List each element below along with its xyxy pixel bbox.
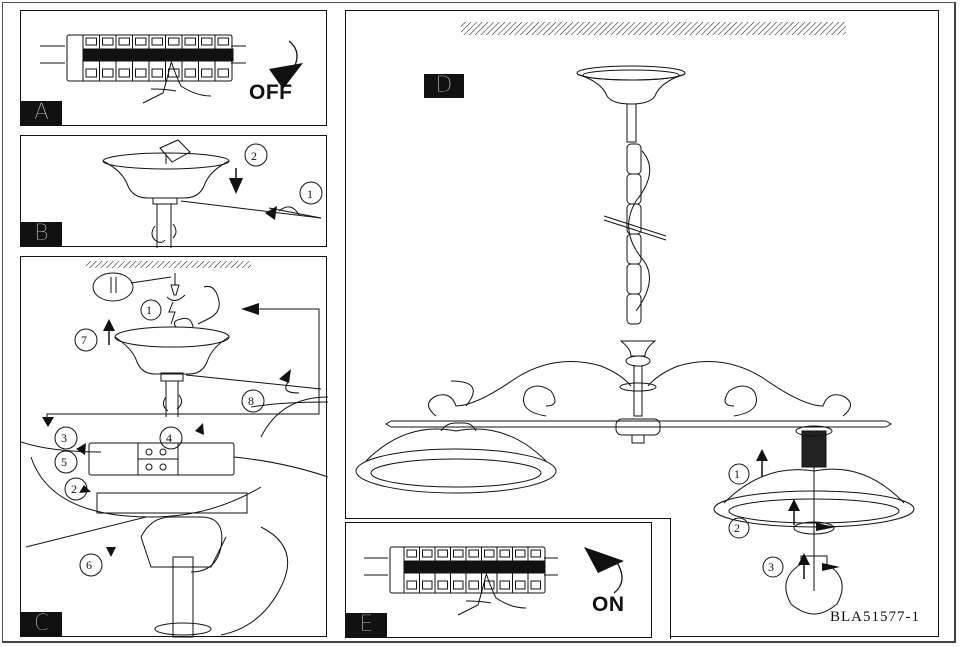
- breaker-terminal: [422, 549, 433, 558]
- on-label: ON: [592, 593, 625, 616]
- c-step-8: 8: [248, 394, 254, 408]
- step-2-label: 2: [251, 149, 257, 163]
- off-label: OFF: [249, 81, 293, 104]
- panel-a: OFF A: [20, 10, 327, 126]
- breaker-terminal: [484, 580, 495, 590]
- chain: [626, 143, 651, 325]
- product-code: BLA51577-1: [830, 609, 920, 625]
- d-step-3: 3: [768, 560, 774, 574]
- breaker-on-illustration: [364, 546, 624, 616]
- panel-a-badge: A: [21, 100, 62, 125]
- breaker-terminal: [184, 68, 196, 78]
- breaker-off-illustration: [40, 34, 303, 104]
- breaker-terminal: [530, 549, 541, 558]
- breaker-terminal: [102, 68, 114, 78]
- breaker-terminal: [437, 549, 448, 558]
- breaker-terminal: [453, 549, 464, 558]
- c-step-1: 1: [146, 303, 152, 317]
- breaker-terminal: [102, 37, 114, 46]
- panel-c: 1: [20, 256, 328, 638]
- d-step-2: 2: [734, 521, 740, 535]
- breaker-terminal: [217, 68, 229, 78]
- breaker-terminal: [499, 549, 510, 558]
- canopy-lower-illustration: 2 1: [102, 139, 323, 248]
- breaker-terminal: [151, 68, 163, 78]
- breaker-terminal: [201, 37, 213, 46]
- breaker-terminal: [515, 580, 526, 590]
- breaker-terminal: [468, 549, 479, 558]
- breaker-terminal: [217, 37, 229, 46]
- breaker-terminal: [422, 580, 433, 590]
- c-step-4: 4: [166, 431, 172, 445]
- breaker-terminal: [406, 580, 417, 590]
- breaker-terminal: [484, 549, 495, 558]
- breaker-terminal: [530, 580, 541, 590]
- breaker-terminal: [499, 580, 510, 590]
- step-1-label: 1: [307, 187, 313, 201]
- breaker-terminal: [118, 37, 130, 46]
- breaker-terminal: [453, 580, 464, 590]
- c-step-6: 6: [86, 558, 92, 572]
- breaker-terminal: [515, 549, 526, 558]
- breaker-terminal: [468, 580, 479, 590]
- panel-c-badge: C: [21, 611, 62, 636]
- breaker-terminal: [135, 37, 147, 46]
- c-step-3: 3: [61, 431, 67, 445]
- c-step-7: 7: [81, 333, 87, 347]
- panel-b-badge: B: [21, 221, 62, 246]
- breaker-terminal: [85, 68, 97, 78]
- breaker-terminal: [168, 68, 180, 78]
- breaker-terminal: [118, 68, 130, 78]
- d-step-1: 1: [734, 467, 740, 481]
- panel-d-badge: D: [424, 73, 464, 98]
- panel-e: ON E: [345, 522, 652, 638]
- wiring-illustration: 1: [21, 261, 328, 638]
- panel-b: 2 1 B: [20, 135, 327, 248]
- terminal-block: [145, 448, 167, 471]
- breaker-terminal: [201, 68, 213, 78]
- breaker-terminal: [168, 37, 180, 46]
- breaker-terminal: [184, 37, 196, 46]
- breaker-terminal: [406, 549, 417, 558]
- lamp-assembly-illustration: 1 2 3: [355, 22, 915, 615]
- breaker-terminal: [151, 37, 163, 46]
- c-step-5: 5: [61, 455, 67, 469]
- breaker-terminal: [437, 580, 448, 590]
- breaker-terminal: [85, 37, 97, 46]
- panel-e-badge: E: [346, 612, 387, 637]
- breaker-terminal: [135, 68, 147, 78]
- c-step-2: 2: [71, 482, 77, 496]
